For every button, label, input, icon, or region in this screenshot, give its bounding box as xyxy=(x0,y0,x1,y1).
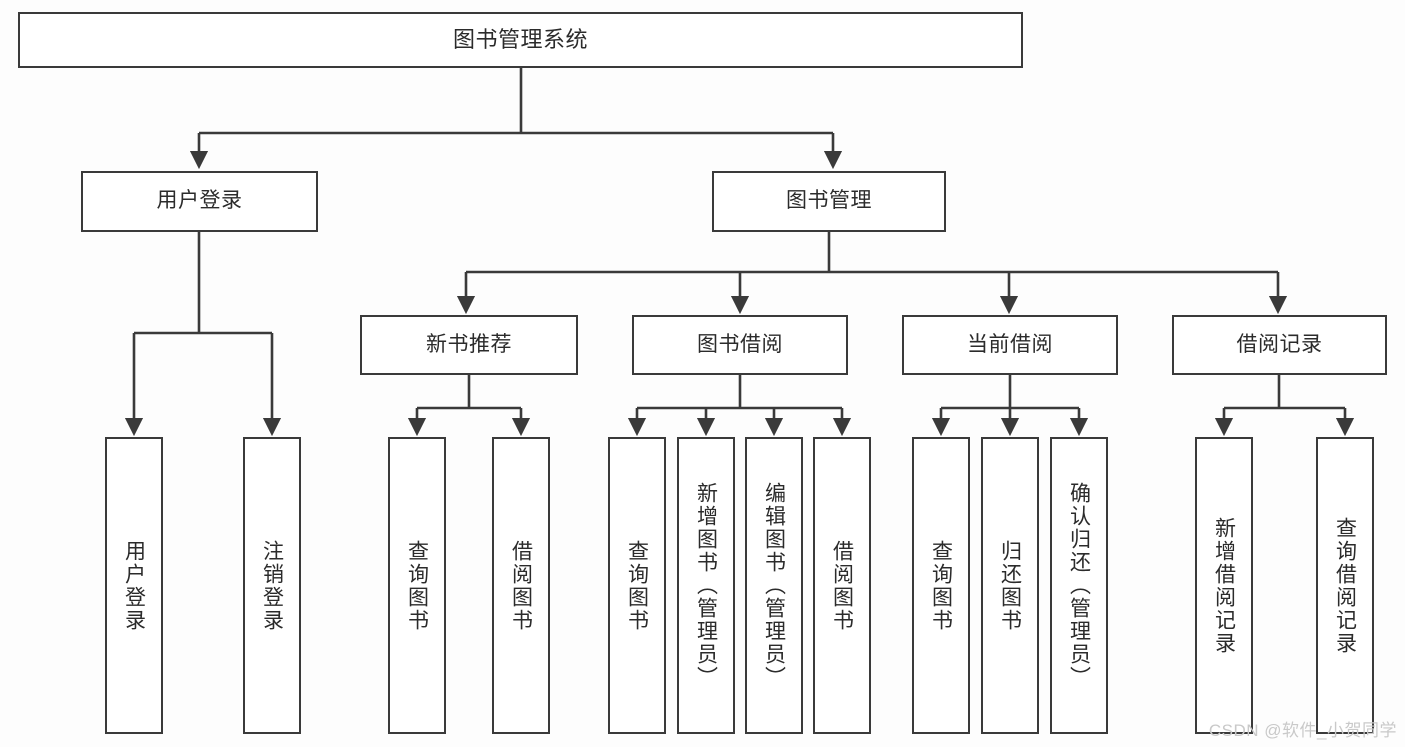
leaf-query-book-borrow[interactable]: 查询图书 xyxy=(608,437,666,734)
node-book-management[interactable]: 图书管理 xyxy=(712,171,946,232)
node-book-borrow[interactable]: 图书借阅 xyxy=(632,315,848,375)
leaf-confirm-return-admin[interactable]: 确认归还（管理员） xyxy=(1050,437,1108,734)
node-label: 归还图书 xyxy=(998,539,1022,632)
node-label: 新增图书（管理员） xyxy=(694,482,718,689)
node-label: 新书推荐 xyxy=(426,332,512,356)
node-label: 图书管理 xyxy=(786,189,872,213)
node-label: 借阅图书 xyxy=(830,539,854,632)
node-label: 确认归还（管理员） xyxy=(1067,482,1091,689)
node-label: 注销登录 xyxy=(260,539,284,632)
node-label: 借阅图书 xyxy=(509,539,533,632)
csdn-watermark: CSDN @软件_小贺同学 xyxy=(1208,721,1397,740)
node-label: 当前借阅 xyxy=(967,332,1053,356)
leaf-add-book-admin[interactable]: 新增图书（管理员） xyxy=(677,437,735,734)
node-user-login[interactable]: 用户登录 xyxy=(81,171,318,232)
node-current-borrow[interactable]: 当前借阅 xyxy=(902,315,1118,375)
node-borrow-record[interactable]: 借阅记录 xyxy=(1172,315,1387,375)
node-new-book-recommend[interactable]: 新书推荐 xyxy=(360,315,578,375)
node-label: 编辑图书（管理员） xyxy=(762,482,786,689)
node-label: 图书借阅 xyxy=(697,332,783,356)
leaf-user-login[interactable]: 用户登录 xyxy=(105,437,163,734)
leaf-query-book-recommend[interactable]: 查询图书 xyxy=(388,437,446,734)
node-label: 查询借阅记录 xyxy=(1333,516,1357,655)
leaf-query-book-current[interactable]: 查询图书 xyxy=(912,437,970,734)
node-label: 图书管理系统 xyxy=(452,27,588,53)
node-root-system[interactable]: 图书管理系统 xyxy=(18,12,1023,68)
leaf-borrow-book[interactable]: 借阅图书 xyxy=(813,437,871,734)
node-label: 用户登录 xyxy=(156,189,243,213)
leaf-borrow-book-recommend[interactable]: 借阅图书 xyxy=(492,437,550,734)
node-label: 查询图书 xyxy=(405,539,429,632)
node-label: 查询图书 xyxy=(929,539,953,632)
node-label: 新增借阅记录 xyxy=(1212,516,1236,655)
node-label: 用户登录 xyxy=(122,539,146,632)
node-label: 查询图书 xyxy=(625,539,649,632)
leaf-edit-book-admin[interactable]: 编辑图书（管理员） xyxy=(745,437,803,734)
leaf-query-borrow-record[interactable]: 查询借阅记录 xyxy=(1316,437,1374,734)
leaf-add-borrow-record[interactable]: 新增借阅记录 xyxy=(1195,437,1253,734)
node-label: 借阅记录 xyxy=(1236,332,1323,356)
leaf-logout-login[interactable]: 注销登录 xyxy=(243,437,301,734)
leaf-return-book[interactable]: 归还图书 xyxy=(981,437,1039,734)
